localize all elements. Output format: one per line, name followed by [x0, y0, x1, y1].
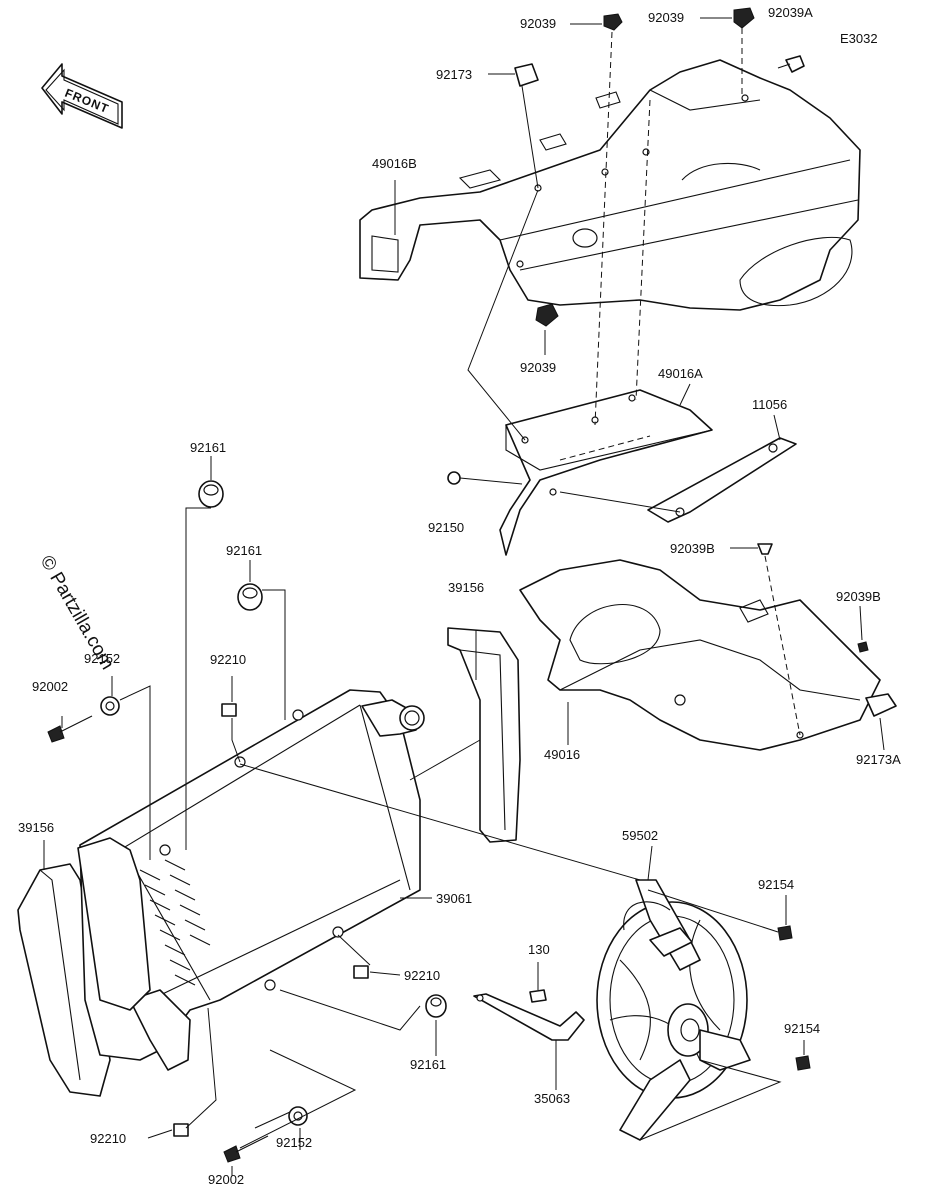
callout-92152-b: 92152: [276, 1135, 312, 1150]
callout-92173: 92173: [436, 67, 472, 82]
clip-92039-b-icon: [733, 7, 755, 29]
collar-92152-a-icon: [100, 696, 120, 716]
callout-92152-a: 92152: [84, 651, 120, 666]
part-49016A-bracket: [499, 389, 713, 556]
collar-92210-c-icon: [173, 1123, 189, 1137]
callout-49016B: 49016B: [372, 156, 417, 171]
callout-92210-a: 92210: [210, 652, 246, 667]
grommet-92161-c-icon: [425, 994, 447, 1018]
callout-92039-c: 92039: [520, 360, 556, 375]
front-arrow-icon: FRONT: [41, 63, 123, 129]
callout-92210-b: 92210: [404, 968, 440, 983]
callout-49016A: 49016A: [658, 366, 703, 381]
callout-59502: 59502: [622, 828, 658, 843]
clip-92173A-icon: [865, 693, 897, 717]
callout-39156-b-top: 39156: [448, 580, 484, 595]
part-39156-right-shroud: [447, 627, 521, 843]
callout-92154-a: 92154: [758, 877, 794, 892]
rivet-92039B-a-icon: [757, 543, 773, 555]
part-11056-strip: [647, 437, 797, 523]
callout-92161-c: 92161: [410, 1057, 446, 1072]
grommet-92161-a-icon: [198, 480, 224, 508]
callout-labels: 92039 92039 92039A 92173 49016B 92039 49…: [18, 5, 901, 1187]
callout-39156-a: 39156: [18, 820, 54, 835]
callout-92039-b: 92039: [648, 10, 684, 25]
part-49016B-cover: [359, 59, 861, 311]
callout-35063: 35063: [534, 1091, 570, 1106]
callout-92161-a: 92161: [190, 440, 226, 455]
part-49016-lower-cover: [519, 559, 881, 751]
callout-92039A: 92039A: [768, 5, 813, 20]
callout-92039B-a: 92039B: [670, 541, 715, 556]
bolt-92154-a-icon: [777, 925, 793, 941]
callout-92210-c: 92210: [90, 1131, 126, 1146]
callout-92002-b: 92002: [208, 1172, 244, 1187]
cap-92173-icon: [514, 63, 539, 87]
diagram-code: E3032: [840, 31, 878, 46]
callout-92002-a: 92002: [32, 679, 68, 694]
bolt-92002-a-icon: [47, 715, 93, 743]
callout-92039-a: 92039: [520, 16, 556, 31]
bolt-130-icon: [529, 989, 547, 1003]
bolt-92002-b-icon: [223, 1135, 269, 1163]
callout-11056: 11056: [752, 397, 787, 412]
bolt-92150-icon: [447, 471, 461, 485]
part-35063-stay: [473, 993, 585, 1041]
callout-130: 130: [528, 942, 550, 957]
leader-lines: [43, 17, 885, 1176]
rivet-92039B-b-icon: [857, 641, 869, 653]
hardware-parts: [47, 7, 897, 1163]
clip-92039-a-icon: [603, 13, 623, 31]
screw-92039A-icon: [777, 55, 805, 73]
part-39061-radiator: [77, 689, 425, 1071]
callout-92039B-b: 92039B: [836, 589, 881, 604]
callout-92154-b: 92154: [784, 1021, 820, 1036]
bolt-92154-b-icon: [795, 1055, 811, 1071]
part-59502-fan: [596, 879, 751, 1141]
callout-92173A: 92173A: [856, 752, 901, 767]
collar-92210-a-icon: [221, 703, 237, 717]
callout-92161-b: 92161: [226, 543, 262, 558]
radiator-fins: [139, 859, 211, 986]
callout-39061: 39061: [436, 891, 472, 906]
nut-92039-c-icon: [535, 303, 559, 327]
callout-92150: 92150: [428, 520, 464, 535]
collar-92210-b-icon: [353, 965, 369, 979]
grommet-92161-b-icon: [237, 583, 263, 611]
callout-49016: 49016: [544, 747, 580, 762]
